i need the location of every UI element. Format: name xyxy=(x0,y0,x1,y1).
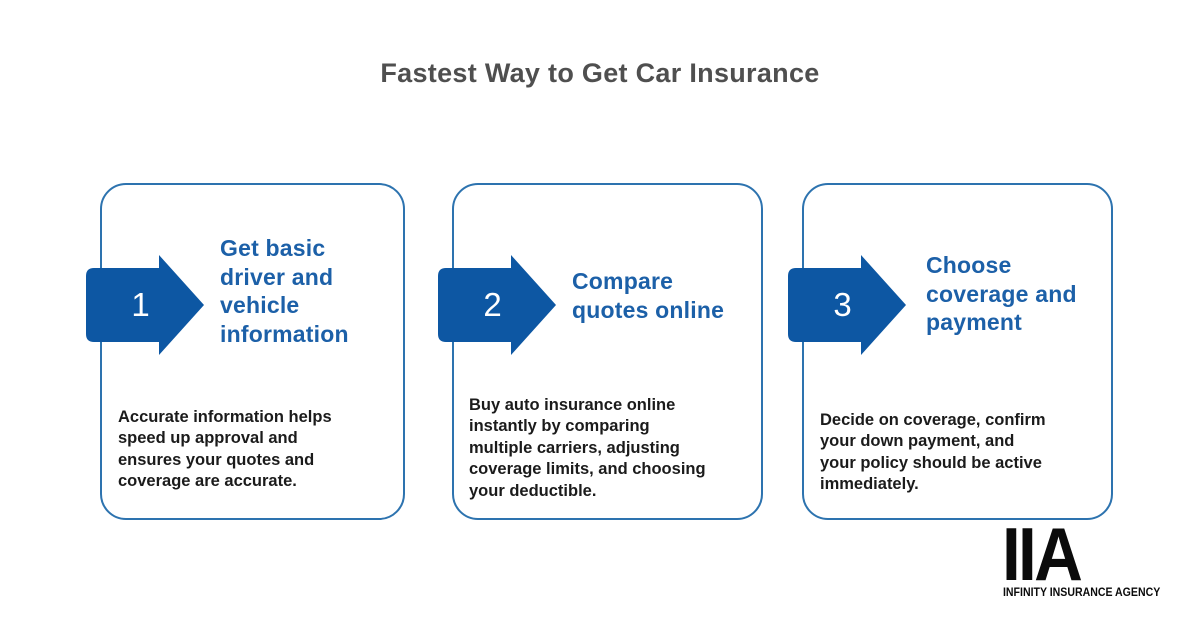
company-logo: IIA INFINITY INSURANCE AGENCY xyxy=(1002,512,1197,612)
arrow-right-icon xyxy=(86,255,204,355)
step-3-description: Decide on coverage, confirm your down pa… xyxy=(820,411,1046,494)
step-3-heading: Choose coverage and payment xyxy=(926,252,1077,336)
step-3-arrow: 3 xyxy=(788,255,906,355)
step-2-heading: Compare quotes online xyxy=(572,268,725,323)
step-card-2: 2 Compare quotes online Buy auto insuran… xyxy=(438,183,763,520)
arrow-right-icon xyxy=(438,255,556,355)
page-title: Fastest Way to Get Car Insurance xyxy=(380,58,820,88)
step-1-arrow: 1 xyxy=(86,255,204,355)
step-card-1: 1 Get basic driver and vehicle informati… xyxy=(86,183,405,520)
arrow-right-icon xyxy=(788,255,906,355)
logo-name: INFINITY INSURANCE AGENCY xyxy=(1003,585,1161,599)
logo-acronym: IIA xyxy=(1002,512,1083,596)
step-1-number: 1 xyxy=(131,286,150,323)
step-2-arrow: 2 xyxy=(438,255,556,355)
step-1-description: Accurate information helps speed up appr… xyxy=(118,408,332,491)
step-2-number: 2 xyxy=(483,286,502,323)
step-2-description: Buy auto insurance online instantly by c… xyxy=(469,396,706,500)
step-1-heading: Get basic driver and vehicle information xyxy=(220,235,349,347)
step-3-number: 3 xyxy=(833,286,852,323)
step-card-3: 3 Choose coverage and payment Decide on … xyxy=(788,183,1113,520)
